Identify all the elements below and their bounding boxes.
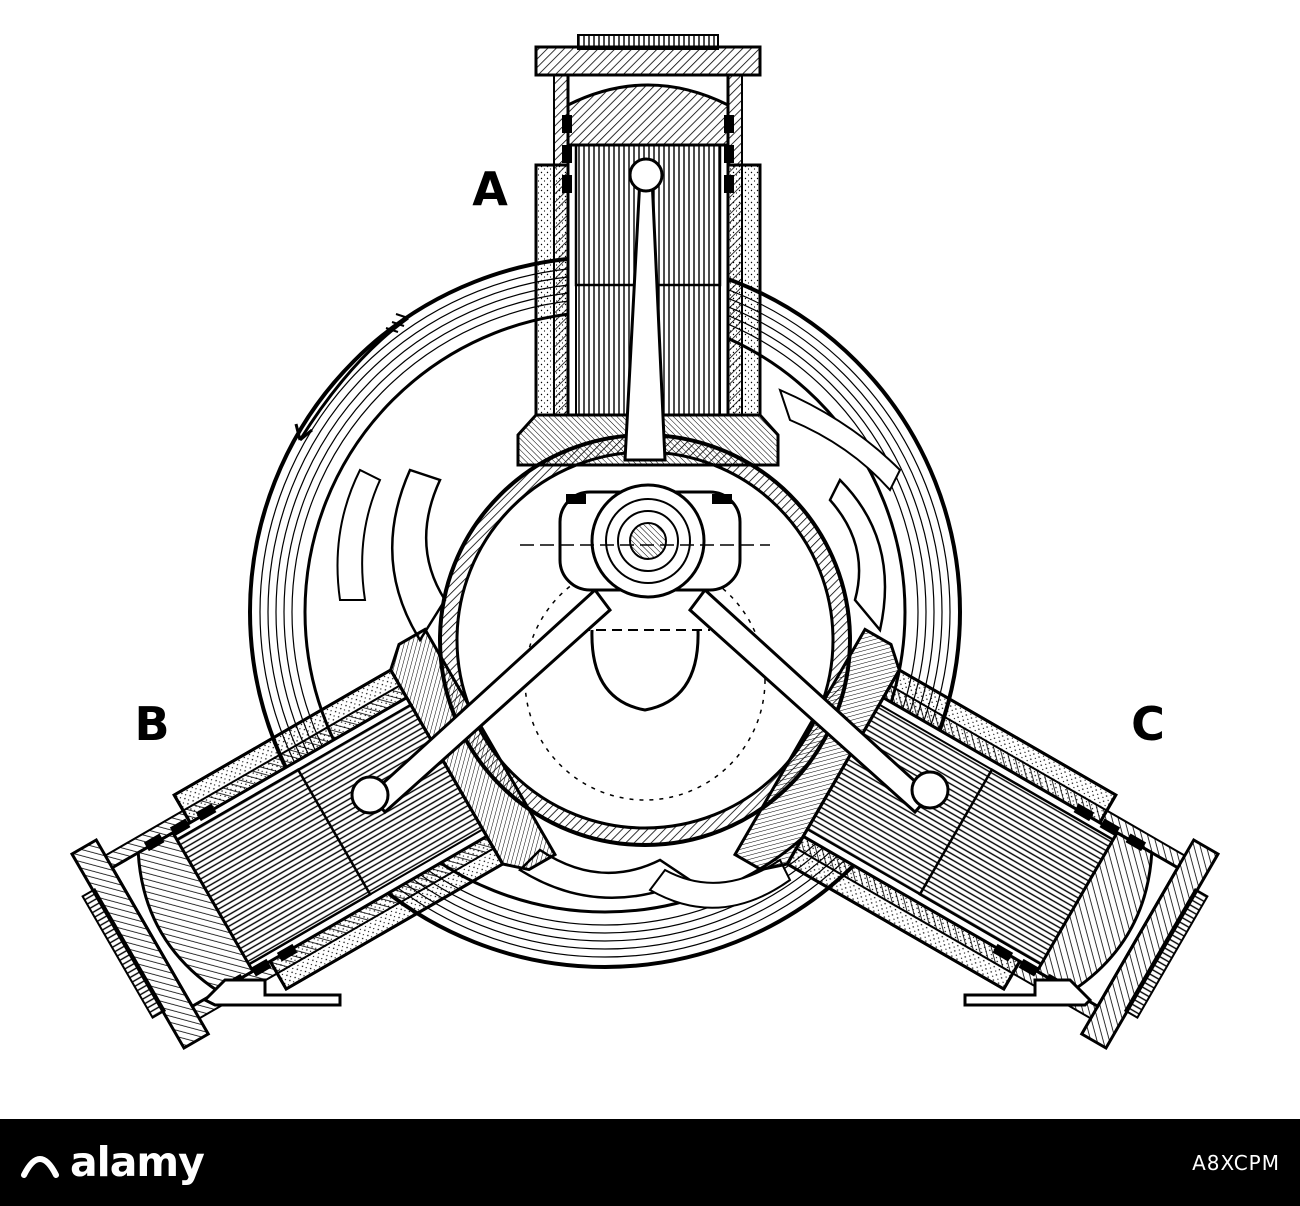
engine-feet xyxy=(202,978,1093,1007)
label-cylinder-a: A xyxy=(472,162,508,216)
watermark-bar: alamy A8XCPM xyxy=(0,1119,1300,1206)
connecting-rods xyxy=(350,157,950,815)
label-cylinder-c: C xyxy=(1131,697,1165,751)
alamy-logo-icon xyxy=(21,1155,59,1178)
label-cylinder-b: B xyxy=(134,697,169,751)
rotation-arrow xyxy=(294,313,409,442)
crank-hub xyxy=(520,483,770,599)
radial-engine-diagram: A B C xyxy=(51,33,1239,1072)
stock-image-id: A8XCPM xyxy=(1192,1150,1280,1175)
brand-logo: alamy xyxy=(18,1138,205,1186)
brand-name: alamy xyxy=(70,1138,205,1186)
